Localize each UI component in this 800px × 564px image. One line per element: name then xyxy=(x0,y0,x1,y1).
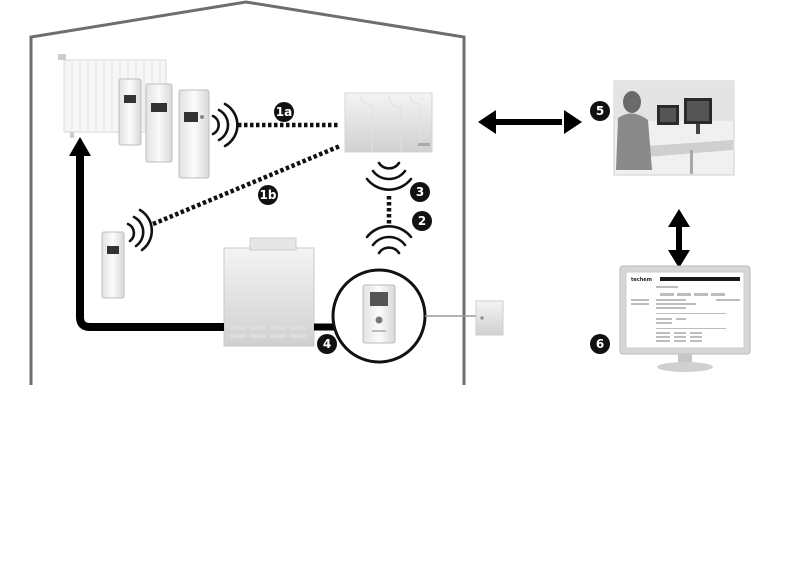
badge-1a: 1a xyxy=(274,102,294,122)
svg-text:5: 5 xyxy=(596,104,604,118)
boiler-icon xyxy=(223,237,315,347)
monitor-logo: techem xyxy=(631,277,652,283)
badge-4: 4 xyxy=(317,334,337,354)
pipe-arrowhead xyxy=(69,137,91,156)
external-module-icon xyxy=(475,300,504,336)
double-arrow-icon xyxy=(478,110,582,134)
heating-pipe xyxy=(76,152,224,331)
computer-workstation-icon xyxy=(613,80,735,176)
radio-wave-icon xyxy=(211,102,239,148)
monitor-icon: techem xyxy=(619,265,751,372)
svg-text:4: 4 xyxy=(323,337,331,351)
svg-text:1a: 1a xyxy=(276,105,292,119)
link-1b xyxy=(152,143,341,227)
data-collector-icon xyxy=(344,92,433,153)
radio-wave-icon xyxy=(126,208,154,252)
double-arrow-icon xyxy=(668,209,690,268)
heat-meter-icon xyxy=(118,78,142,146)
gateway-icon xyxy=(331,268,427,364)
svg-text:3: 3 xyxy=(416,185,424,199)
heat-meter-icon xyxy=(145,83,173,163)
heat-meter-icon xyxy=(178,89,210,179)
radio-wave-icon xyxy=(365,225,413,255)
heat-meter-icon xyxy=(101,231,125,299)
badge-6: 6 xyxy=(590,334,610,354)
badge-5: 5 xyxy=(590,101,610,121)
svg-text:2: 2 xyxy=(418,214,426,228)
svg-text:6: 6 xyxy=(596,337,604,351)
radio-wave-icon xyxy=(365,161,413,191)
badge-3: 3 xyxy=(410,182,430,202)
svg-text:1b: 1b xyxy=(260,188,277,202)
badge-1b: 1b xyxy=(258,185,278,205)
house-outline xyxy=(29,0,466,385)
badge-2: 2 xyxy=(412,211,432,231)
